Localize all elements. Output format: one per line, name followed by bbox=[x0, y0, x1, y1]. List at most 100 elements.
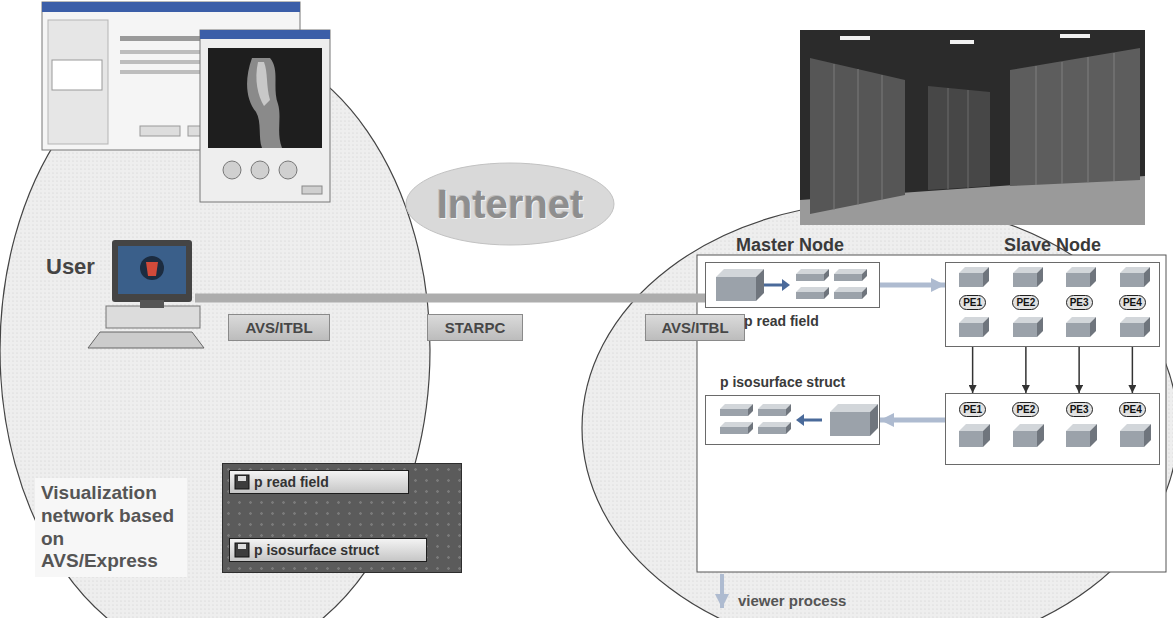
pe-label: PE4 bbox=[1119, 402, 1146, 417]
module-icon bbox=[235, 543, 249, 557]
user-label: User bbox=[46, 254, 95, 280]
data-block bbox=[870, 404, 878, 436]
computer-icon bbox=[140, 256, 164, 280]
data-block bbox=[959, 273, 983, 287]
network-editor-panel: Visualization network based on AVS/Expre… bbox=[222, 463, 462, 573]
node-decor bbox=[706, 263, 881, 309]
module-icon bbox=[235, 475, 249, 489]
data-block bbox=[720, 409, 748, 416]
data-block bbox=[824, 287, 829, 299]
cloud-label: Internet bbox=[437, 182, 584, 227]
tag-label: AVS/ITBL bbox=[661, 319, 728, 336]
data-block bbox=[1090, 424, 1097, 447]
pe-label: PE2 bbox=[1012, 295, 1039, 310]
supercomputer-photo bbox=[1062, 62, 1063, 184]
viewer-window bbox=[200, 30, 330, 39]
pe-label: PE4 bbox=[1119, 295, 1146, 310]
computer-icon bbox=[140, 300, 164, 308]
data-block bbox=[834, 274, 862, 281]
data-flow-arrow bbox=[880, 283, 945, 288]
process-panel bbox=[697, 255, 1166, 572]
screenshot-window bbox=[52, 60, 102, 90]
supercomputer-photo bbox=[1060, 34, 1090, 38]
node-heading: Slave Node bbox=[1004, 235, 1101, 256]
data-block bbox=[959, 323, 983, 337]
supercomputer-photo bbox=[928, 86, 990, 190]
tag-label: AVS/ITBL bbox=[245, 319, 312, 336]
pe-label: PE3 bbox=[1066, 402, 1093, 417]
data-flow-arrow bbox=[972, 347, 974, 393]
supercomputer-photo bbox=[840, 36, 870, 40]
data-block bbox=[1037, 267, 1043, 287]
node-decor bbox=[706, 396, 881, 446]
data-block bbox=[748, 422, 753, 434]
data-block bbox=[1013, 273, 1037, 287]
data-block bbox=[1144, 424, 1151, 447]
data-block bbox=[983, 317, 989, 337]
flow-arrow bbox=[796, 414, 804, 426]
computer-icon bbox=[88, 240, 204, 348]
supercomputer-photo bbox=[1010, 48, 1140, 186]
data-block bbox=[720, 422, 753, 427]
computer-icon bbox=[88, 332, 204, 348]
screenshot-window bbox=[42, 2, 300, 150]
supercomputer-photo bbox=[968, 90, 969, 188]
internet-cloud: Internet bbox=[405, 162, 615, 246]
computer-icon bbox=[146, 262, 158, 276]
data-block bbox=[983, 267, 989, 287]
viewer-window bbox=[247, 58, 282, 148]
screenshot-window bbox=[140, 126, 180, 136]
slave-box: Slave NodePE1PE2PE3PE4 bbox=[945, 262, 1160, 347]
viewer-window bbox=[251, 161, 269, 179]
data-block bbox=[758, 404, 791, 409]
viewer-window bbox=[256, 62, 270, 106]
pe-label: PE1 bbox=[959, 402, 986, 417]
cloud-shape bbox=[406, 163, 614, 245]
tag-label: STARPC bbox=[445, 319, 506, 336]
data-block bbox=[758, 422, 791, 427]
supercomputer-photo bbox=[800, 30, 1145, 225]
data-block bbox=[834, 269, 867, 274]
screenshot-window bbox=[42, 2, 300, 150]
data-block bbox=[1066, 431, 1090, 447]
data-block bbox=[1144, 317, 1150, 337]
data-block bbox=[1037, 424, 1044, 447]
data-flow-arrow bbox=[880, 418, 945, 423]
supercomputer-photo bbox=[834, 64, 835, 210]
computer-icon bbox=[106, 306, 200, 328]
data-block bbox=[1090, 317, 1096, 337]
data-block bbox=[834, 287, 867, 292]
screenshot-window bbox=[42, 2, 300, 12]
data-flow-arrow bbox=[1025, 347, 1027, 393]
module-box: p isosurface struct bbox=[229, 538, 427, 562]
master-box: p isosurface struct bbox=[705, 395, 880, 445]
data-block bbox=[756, 269, 764, 301]
viewer-window bbox=[302, 186, 322, 194]
data-block bbox=[1013, 323, 1037, 337]
module-label: p isosurface struct bbox=[254, 542, 379, 558]
viewer-window bbox=[200, 30, 330, 202]
supercomputer-photo bbox=[1088, 57, 1089, 183]
data-block bbox=[786, 422, 791, 434]
data-block bbox=[862, 269, 867, 281]
screenshot-window bbox=[48, 20, 108, 144]
data-block bbox=[830, 404, 878, 412]
supercomputer-photo bbox=[882, 75, 883, 200]
data-block bbox=[720, 404, 753, 409]
supercomputer-photo bbox=[950, 40, 974, 44]
data-block bbox=[758, 427, 786, 434]
protocol-tag: STARPC bbox=[427, 314, 523, 341]
node-heading: Master Node bbox=[736, 235, 844, 256]
data-block bbox=[716, 277, 756, 301]
data-block bbox=[748, 404, 753, 416]
viewer-window bbox=[200, 30, 330, 202]
server-region bbox=[582, 202, 1173, 618]
supercomputer-photo bbox=[948, 88, 949, 189]
module-label: p read field bbox=[254, 474, 329, 490]
data-block bbox=[1120, 431, 1144, 447]
data-block bbox=[796, 287, 829, 292]
flow-arrow bbox=[764, 284, 784, 287]
data-block bbox=[1066, 273, 1090, 287]
computer-icon bbox=[118, 246, 186, 294]
viewer-window bbox=[279, 161, 297, 179]
